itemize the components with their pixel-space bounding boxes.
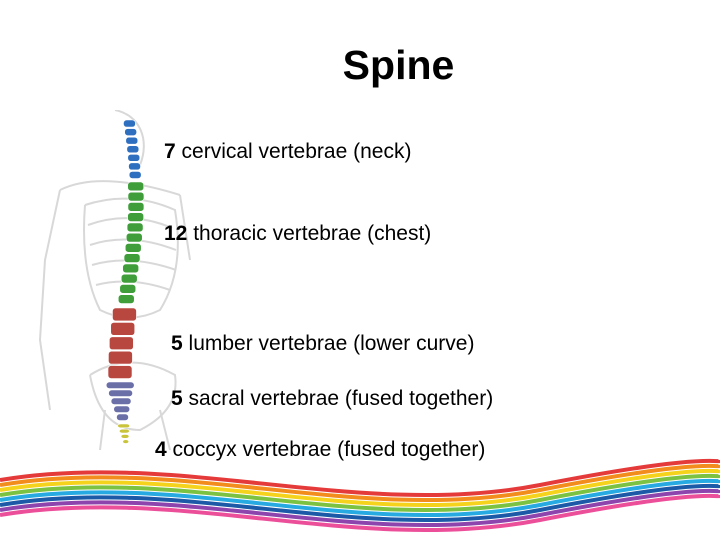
label-thoracic: 12 thoracic vertebrae (chest): [164, 222, 431, 246]
thoracic-vertebra: [123, 253, 141, 263]
sacral-vertebra: [110, 397, 132, 405]
thoracic-vertebra: [120, 273, 138, 284]
label-thoracic-count: 12: [164, 222, 188, 245]
lumbar-vertebra: [112, 307, 137, 322]
label-cervical-count: 7: [164, 140, 176, 163]
label-lumbar-count: 5: [171, 332, 183, 355]
decorative-ribbon-band: [0, 458, 720, 533]
ribbon-stripe: [0, 468, 720, 508]
cervical-vertebra: [128, 162, 141, 171]
sacral-vertebra: [113, 405, 131, 413]
ribbon-stripe: [0, 473, 720, 513]
lumbar-vertebra: [108, 350, 133, 365]
label-sacral-count: 5: [171, 387, 183, 410]
sacral-vertebra: [108, 389, 133, 397]
slide-title: Spine: [342, 42, 455, 88]
coccyx-vertebra: [122, 439, 130, 444]
ribbon-stripe: [0, 463, 720, 503]
lumbar-vertebra: [110, 322, 136, 336]
vertebral-column: [105, 119, 145, 444]
lumbar-vertebra: [109, 336, 134, 351]
ribbon-stripe: [0, 488, 720, 528]
thoracic-vertebra: [127, 202, 145, 212]
thoracic-vertebra: [124, 243, 142, 253]
coccyx-vertebra: [117, 423, 130, 429]
cervical-vertebra: [127, 153, 141, 162]
ribbon-stripe: [0, 493, 720, 533]
label-sacral: 5 sacral vertebrae (fused together): [171, 387, 493, 411]
thoracic-vertebra: [127, 181, 145, 192]
spine-skeleton-illustration: [38, 110, 191, 451]
thoracic-vertebra: [127, 212, 144, 222]
ribbon-stripe: [0, 458, 720, 498]
ribbon-stripe: [0, 483, 720, 523]
label-lumbar-text: lumber vertebrae (lower curve): [188, 332, 475, 355]
cervical-vertebra: [128, 171, 142, 179]
label-thoracic-text: thoracic vertebrae (chest): [193, 222, 432, 245]
thoracic-vertebra: [126, 222, 144, 233]
cervical-vertebra: [126, 145, 140, 154]
thoracic-vertebra: [125, 232, 143, 243]
coccyx-vertebra: [119, 428, 130, 434]
sacral-vertebra: [105, 381, 135, 389]
label-coccyx-count: 4: [155, 438, 167, 461]
cervical-vertebra: [125, 136, 139, 145]
label-coccyx-text: coccyx vertebrae (fused together): [172, 438, 486, 461]
thoracic-vertebra: [117, 294, 135, 304]
thoracic-vertebra: [127, 191, 145, 202]
label-cervical-text: cervical vertebrae (neck): [181, 140, 412, 163]
lumbar-vertebra: [107, 365, 133, 379]
label-cervical: 7 cervical vertebrae (neck): [164, 140, 411, 164]
sacral-vertebra: [116, 413, 129, 421]
thoracic-vertebra: [122, 263, 139, 274]
cervical-vertebra: [124, 128, 137, 136]
cervical-vertebra: [123, 119, 136, 128]
coccyx-vertebra: [120, 434, 130, 439]
label-lumbar: 5 lumber vertebrae (lower curve): [171, 332, 474, 356]
thoracic-vertebra: [119, 284, 137, 294]
label-coccyx: 4 coccyx vertebrae (fused together): [155, 438, 485, 462]
ribbon-stripe: [0, 478, 720, 518]
label-sacral-text: sacral vertebrae (fused together): [188, 387, 494, 410]
